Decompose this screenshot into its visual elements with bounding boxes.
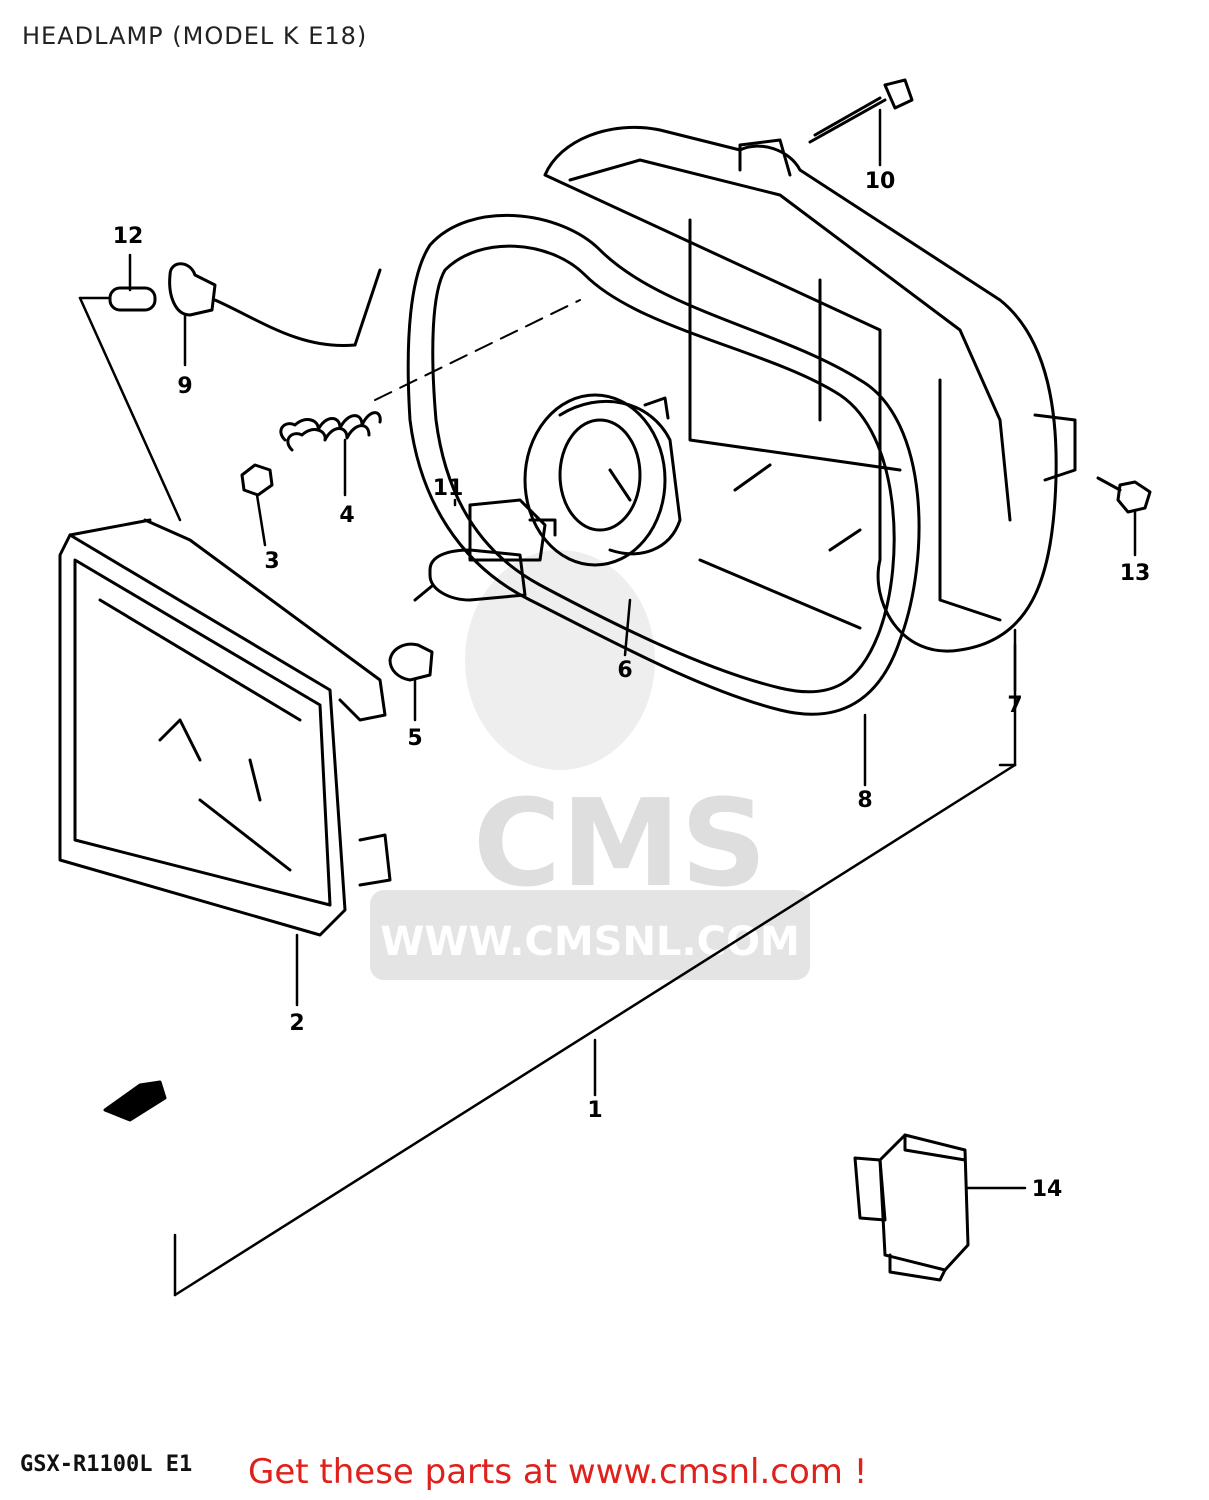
watermark-mascot <box>465 550 655 770</box>
callout-7: 7 <box>1007 693 1022 718</box>
callout-10: 10 <box>865 169 896 194</box>
callout-12: 12 <box>113 224 144 249</box>
callout-13: 13 <box>1120 561 1151 586</box>
adjuster-nut <box>240 463 274 497</box>
position-socket-wire <box>168 262 382 348</box>
callout-labels: 1 2 3 4 5 6 7 8 9 10 11 12 13 14 <box>113 169 1151 1202</box>
watermark-url-plate <box>370 890 810 980</box>
callout-3: 3 <box>264 549 279 574</box>
mounting-screw <box>808 78 914 144</box>
leader-lines <box>128 108 1137 1190</box>
callout-5: 5 <box>407 726 422 751</box>
watermark-url: WWW.CMSNL.COM <box>380 919 800 965</box>
front-direction-arrow <box>103 1080 167 1122</box>
bulb-socket <box>523 393 682 567</box>
callout-1: 1 <box>587 1098 602 1123</box>
headlamp-rim <box>406 213 921 716</box>
model-code: GSX-R1100L E1 <box>20 1452 193 1477</box>
position-bulb <box>388 642 434 682</box>
pilot-bulb <box>108 286 157 312</box>
watermark-brand: CMS <box>473 775 767 914</box>
headlight-bulb <box>413 498 557 602</box>
promo-link[interactable]: Get these parts at www.cmsnl.com ! <box>248 1452 868 1492</box>
headlamp-unit <box>58 518 392 937</box>
page-title: HEADLAMP (MODEL K E18) <box>22 22 368 50</box>
mounting-bolt <box>1096 476 1152 514</box>
callout-4: 4 <box>339 503 354 528</box>
adjuster-spring <box>279 299 581 452</box>
callout-6: 6 <box>617 658 632 683</box>
relay <box>853 1133 970 1282</box>
callout-11: 11 <box>433 476 464 501</box>
callout-9: 9 <box>177 374 192 399</box>
watermark: CMS WWW.CMSNL.COM <box>370 550 810 980</box>
headlamp-housing <box>543 125 1077 653</box>
callout-14: 14 <box>1032 1177 1063 1202</box>
callout-8: 8 <box>857 788 872 813</box>
callout-2: 2 <box>289 1011 304 1036</box>
